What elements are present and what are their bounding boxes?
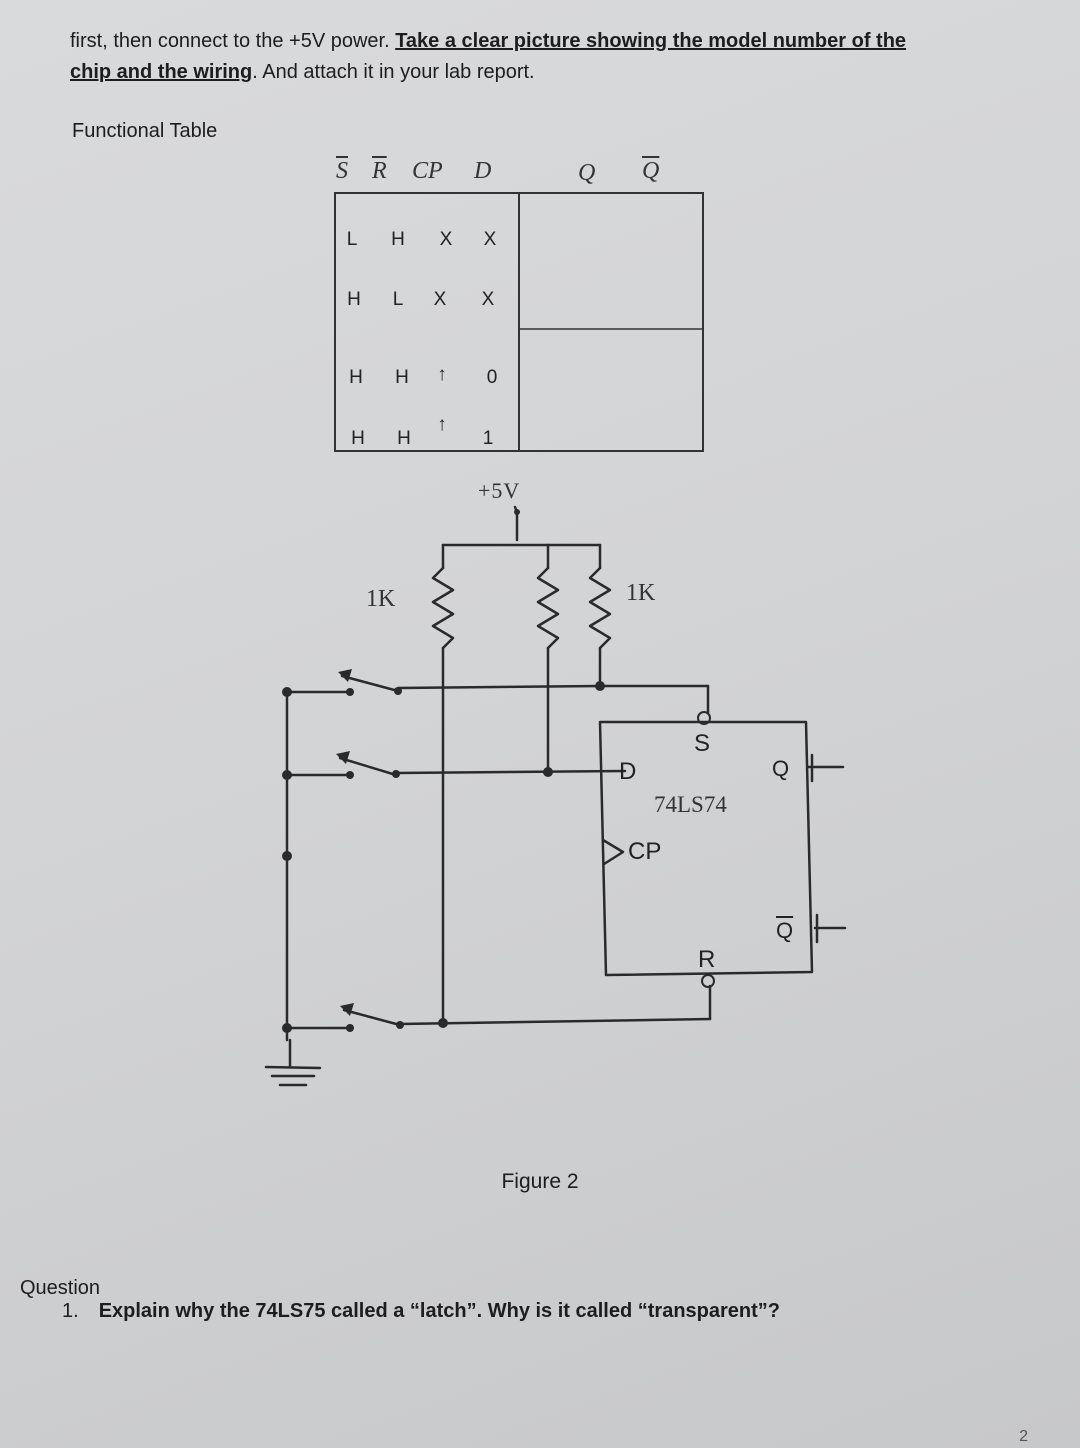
supply-label: +5V [478,478,521,503]
chip-model-label: 74LS74 [654,792,727,817]
cell-r3-c3-rising-edge: ↑ [437,364,447,385]
cell-r1-c2: H [391,229,405,250]
intro-paragraph: first, then connect to the +5V power. Ta… [70,26,1030,88]
cell-r4-c3-rising-edge: ↑ [437,414,447,435]
question-item: 1. Explain why the 74LS75 called a “latch… [62,1300,780,1323]
cell-r3-c2: H [395,367,409,388]
header-s-bar: S [336,158,348,184]
question-heading: Question [20,1277,101,1299]
chip-pin-q: Q [772,756,790,781]
intro-text-2: . And attach it in your lab report. [252,61,535,83]
cell-r1-c1: L [346,229,358,250]
page-number: 2 [1019,1428,1028,1445]
intro-text-1: first, then connect to the +5V power. [70,30,396,52]
cell-r4-c1: H [351,428,365,449]
cell-r3-c1: H [349,367,363,388]
chip-pin-r: R [698,946,716,973]
question-number: 1. [62,1300,79,1322]
header-q-bar: Q [642,158,660,184]
header-cp: CP [412,158,443,184]
cell-r3-c4: 0 [486,367,498,388]
cell-r2-c2: L [392,289,404,310]
question-text: Explain why the 74LS75 called a “latch”.… [98,1300,781,1322]
resistor-right-label: 1K [626,580,656,606]
cell-r4-c2: H [397,428,411,449]
header-q: Q [578,160,596,186]
cell-r2-c1: H [347,289,361,310]
chip-pin-q-bar: Q [776,918,794,943]
resistor-left-label: 1K [366,586,396,612]
cell-r2-c4: X [481,289,495,310]
cell-r4-c4: 1 [482,428,494,449]
header-r-bar: R [372,158,387,184]
functional-table-title: Functional Table [72,120,218,142]
cell-r1-c4: X [483,229,497,250]
figure-caption: Figure 2 [501,1170,579,1193]
cell-r1-c3: X [439,229,453,250]
chip-pin-cp: CP [628,838,662,865]
intro-emphasis-1: Take a clear picture showing the model n… [395,30,907,52]
header-d: D [474,158,492,184]
chip-pin-s: S [694,730,711,757]
intro-emphasis-2: chip and the wiring [70,61,253,83]
cell-r2-c3: X [433,289,447,310]
chip-pin-d: D [619,758,637,785]
